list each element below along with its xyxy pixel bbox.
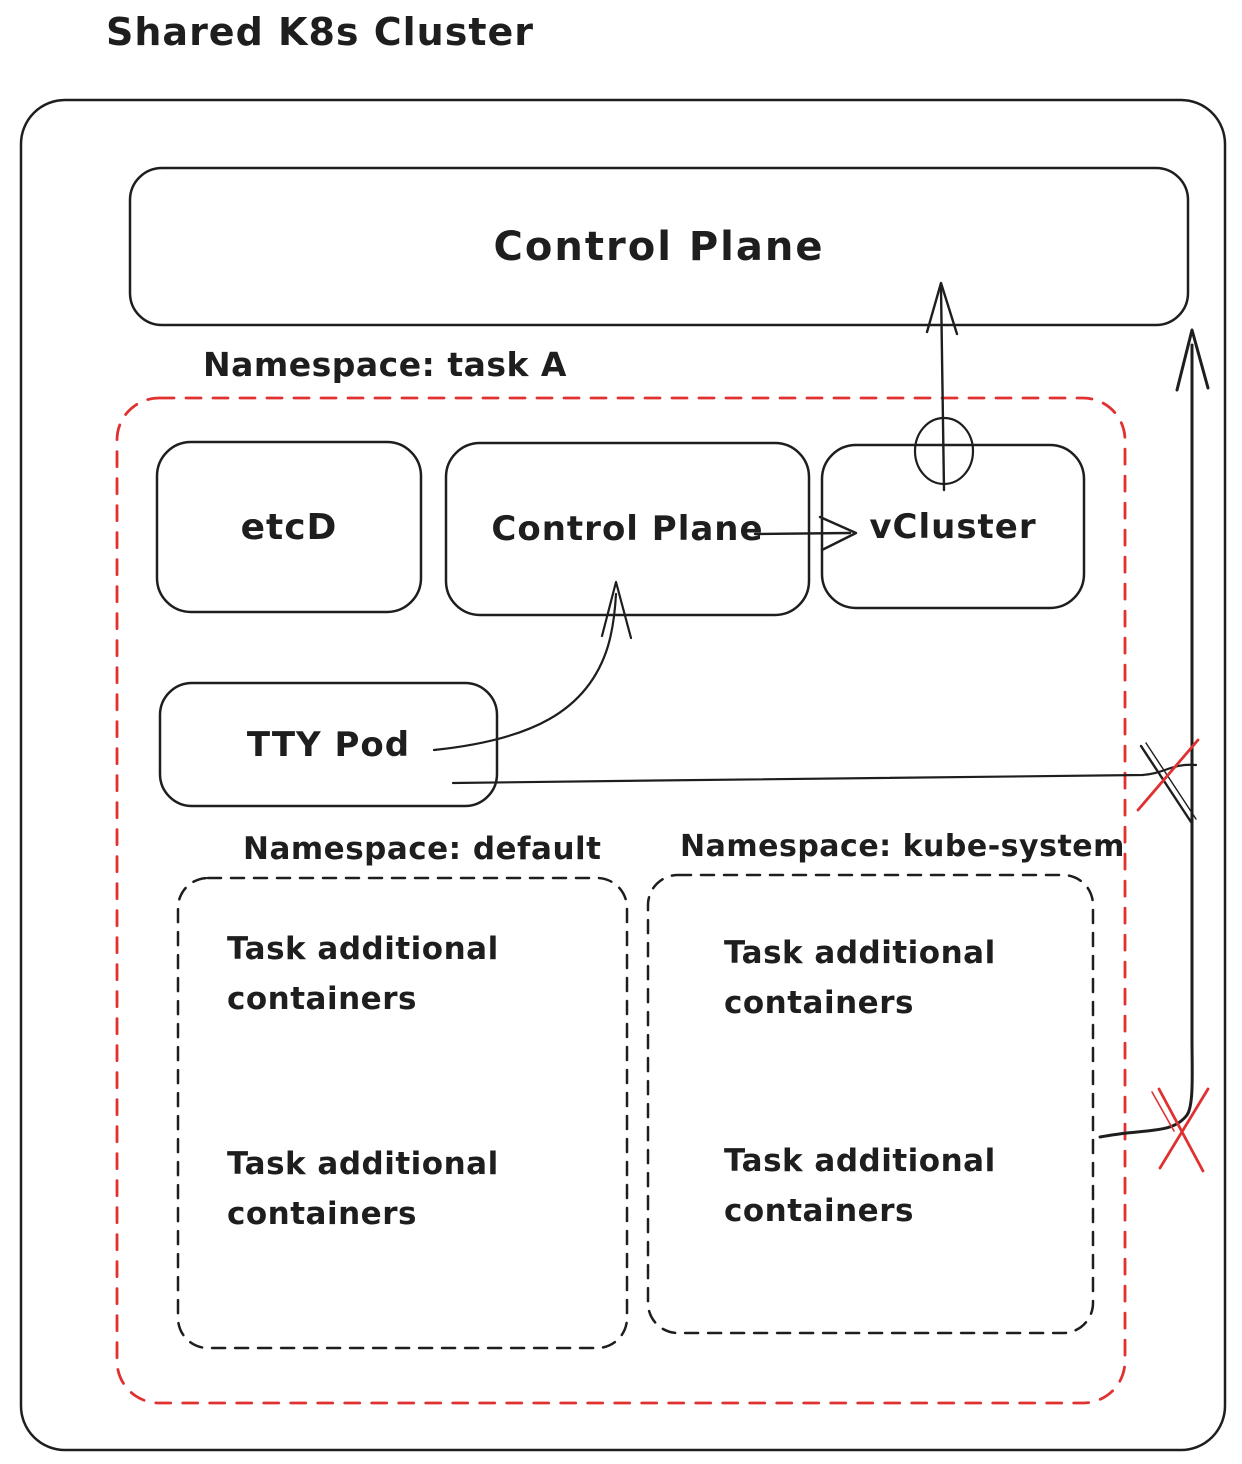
etcd-box — [155, 440, 423, 614]
task-containers-text: Task additional containers — [724, 1143, 996, 1229]
kube-system-namespace-boundary — [646, 873, 1095, 1335]
vcluster-to-control-plane-arrow — [925, 281, 959, 492]
task-namespace-boundary — [115, 396, 1127, 1405]
inner-control-plane-box — [444, 441, 811, 617]
shared-cluster-box — [19, 98, 1227, 1452]
control-plane-label: Control Plane — [493, 223, 825, 270]
vcluster-box — [820, 443, 1086, 610]
task-containers-text: Task additional containers — [724, 935, 996, 1021]
tty-pod-to-control-plane-arrow — [432, 580, 633, 752]
egress-to-control-plane-arrow — [1098, 328, 1210, 1139]
etcd-label: etcD — [240, 506, 338, 548]
task-containers-text: Task additional containers — [227, 931, 499, 1017]
tty-pod-egress-line — [451, 763, 1198, 785]
default-namespace-boundary — [176, 876, 629, 1350]
tty-pod-label: TTY Pod — [246, 724, 411, 765]
blocked-x-icon — [1136, 738, 1200, 824]
vcluster-label: vCluster — [869, 506, 1037, 547]
namespace-task-a-label: Namespace: task A — [203, 345, 567, 384]
inner-control-plane-label: Control Plane — [491, 509, 764, 549]
diagram-title: Shared K8s Cluster — [106, 10, 535, 54]
tty-pod-box — [158, 681, 499, 808]
blocked-x-icon — [1151, 1087, 1210, 1173]
namespace-default-label: Namespace: default — [243, 831, 602, 867]
control-plane-to-vcluster-arrow — [753, 515, 858, 552]
control-plane-box — [128, 166, 1190, 327]
task-containers-text: Task additional containers — [227, 1146, 499, 1232]
namespace-kube-system-label: Namespace: kube-system — [680, 829, 1125, 864]
